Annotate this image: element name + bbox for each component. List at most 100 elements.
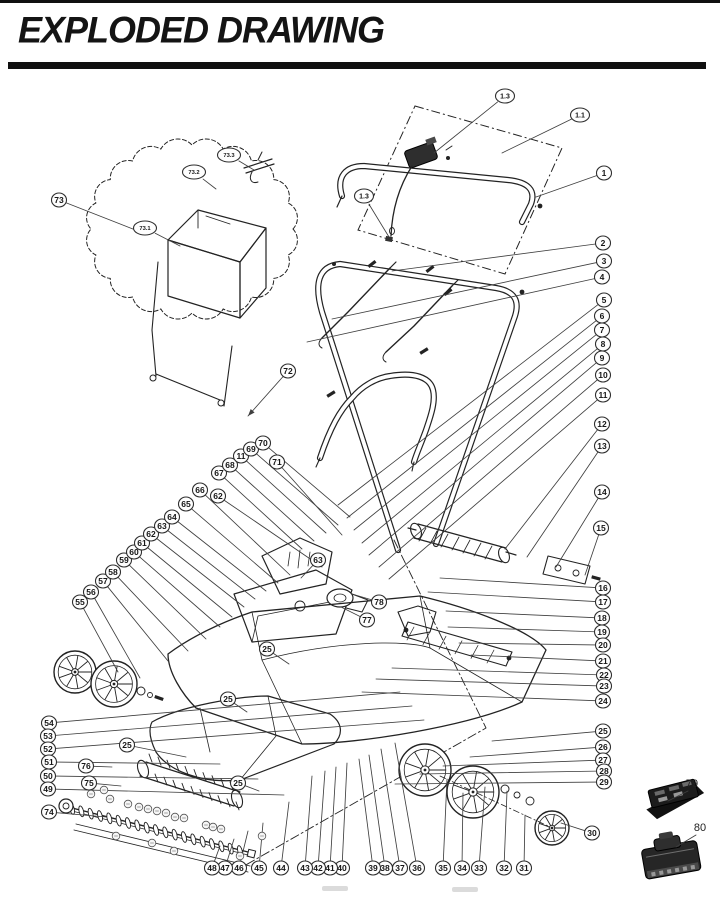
part-balloon-33: 33 bbox=[470, 860, 488, 876]
svg-text:14: 14 bbox=[597, 487, 607, 497]
part-balloon-25: 25 bbox=[118, 737, 136, 753]
svg-text:25: 25 bbox=[223, 694, 233, 704]
part-balloon-45: 45 bbox=[250, 860, 268, 876]
part-balloon-18: 18 bbox=[593, 610, 611, 626]
part-balloon-8: 8 bbox=[594, 336, 612, 352]
svg-text:23: 23 bbox=[599, 681, 609, 691]
svg-text:1: 1 bbox=[602, 168, 607, 178]
part-balloon-70: 70 bbox=[254, 435, 272, 451]
svg-text:1.1: 1.1 bbox=[575, 112, 585, 119]
svg-text:27: 27 bbox=[598, 755, 608, 765]
battery-80-art bbox=[641, 831, 702, 880]
svg-text:47: 47 bbox=[220, 863, 230, 873]
svg-text:63: 63 bbox=[157, 521, 167, 531]
svg-text:68: 68 bbox=[225, 460, 235, 470]
part-balloon-73.2: 73.2 bbox=[181, 164, 207, 180]
part-balloon-58: 58 bbox=[104, 564, 122, 580]
svg-text:73.2: 73.2 bbox=[188, 170, 199, 176]
part-balloon-2: 2 bbox=[594, 235, 612, 251]
part-balloon-53: 53 bbox=[39, 728, 57, 744]
svg-text:48: 48 bbox=[207, 863, 217, 873]
part-balloon-57: 57 bbox=[94, 573, 112, 589]
svg-text:58: 58 bbox=[108, 567, 118, 577]
svg-text:64: 64 bbox=[167, 512, 177, 522]
svg-text:24: 24 bbox=[598, 696, 608, 706]
part-balloon-32: 32 bbox=[495, 860, 513, 876]
page-title: EXPLODED DRAWING bbox=[18, 8, 385, 51]
part-balloon-13: 13 bbox=[593, 438, 611, 454]
part-balloon-66: 66 bbox=[191, 482, 209, 498]
part-balloon-74: 74 bbox=[40, 804, 58, 820]
svg-text:8: 8 bbox=[601, 339, 606, 349]
svg-text:49: 49 bbox=[43, 784, 53, 794]
assembly-boundary-art bbox=[243, 539, 487, 867]
svg-text:73.1: 73.1 bbox=[139, 226, 151, 232]
wheels-art bbox=[53, 650, 570, 846]
svg-text:72: 72 bbox=[283, 366, 293, 376]
top-rule bbox=[0, 0, 720, 3]
part-balloon-63: 63 bbox=[153, 518, 171, 534]
svg-text:73: 73 bbox=[54, 195, 64, 205]
part-balloons: 7373.373.273.11.31.111.32345678910111213… bbox=[39, 88, 706, 876]
part-balloon-47: 47 bbox=[216, 860, 234, 876]
part-balloon-52: 52 bbox=[39, 741, 57, 757]
svg-text:66: 66 bbox=[195, 485, 205, 495]
charger-79-art bbox=[646, 778, 705, 820]
part-balloon-55: 55 bbox=[71, 594, 89, 610]
svg-text:59: 59 bbox=[119, 555, 129, 565]
svg-text:25: 25 bbox=[598, 726, 608, 736]
part-balloon-16: 16 bbox=[594, 580, 612, 596]
svg-text:5: 5 bbox=[602, 295, 607, 305]
part-balloon-72: 72 bbox=[279, 363, 297, 379]
part-balloon-24: 24 bbox=[594, 693, 612, 709]
cable-rods-art bbox=[315, 259, 459, 472]
svg-text:1.3: 1.3 bbox=[359, 193, 369, 200]
part-balloon-65: 65 bbox=[177, 496, 195, 512]
svg-text:11: 11 bbox=[237, 451, 246, 461]
svg-text:44: 44 bbox=[276, 863, 286, 873]
part-balloon-31: 31 bbox=[515, 860, 533, 876]
part-balloon-73.1: 73.1 bbox=[132, 220, 158, 236]
part-balloon-25: 25 bbox=[219, 691, 237, 707]
svg-text:41: 41 bbox=[325, 863, 335, 873]
part-balloon-23: 23 bbox=[595, 678, 613, 694]
svg-text:42: 42 bbox=[313, 863, 323, 873]
svg-text:15: 15 bbox=[596, 523, 606, 533]
svg-text:53: 53 bbox=[43, 731, 53, 741]
svg-text:25: 25 bbox=[262, 644, 272, 654]
svg-text:45: 45 bbox=[254, 863, 264, 873]
part-label-79: 79 bbox=[686, 778, 698, 790]
svg-text:61: 61 bbox=[137, 538, 147, 548]
part-balloon-37: 37 bbox=[391, 860, 409, 876]
svg-text:63: 63 bbox=[313, 555, 323, 565]
svg-text:11: 11 bbox=[599, 390, 608, 400]
roller-art bbox=[58, 753, 257, 873]
part-balloon-5: 5 bbox=[595, 292, 613, 308]
svg-text:16: 16 bbox=[598, 583, 608, 593]
part-balloon-54: 54 bbox=[40, 715, 58, 731]
print-smudge bbox=[322, 886, 348, 891]
title-rule bbox=[8, 62, 706, 69]
svg-text:26: 26 bbox=[598, 742, 608, 752]
part-balloon-56: 56 bbox=[82, 584, 100, 600]
part-balloon-1: 1 bbox=[595, 165, 613, 181]
part-balloon-50: 50 bbox=[39, 768, 57, 784]
svg-text:17: 17 bbox=[598, 597, 608, 607]
part-balloon-76: 76 bbox=[77, 758, 95, 774]
part-balloon-48: 48 bbox=[203, 860, 221, 876]
part-balloon-4: 4 bbox=[593, 269, 611, 285]
part-balloon-39: 39 bbox=[364, 860, 382, 876]
part-balloon-29: 29 bbox=[595, 774, 613, 790]
part-balloon-30: 30 bbox=[583, 825, 601, 841]
upper-handle-art bbox=[315, 105, 563, 554]
part-balloon-1.3: 1.3 bbox=[494, 88, 516, 104]
svg-text:28: 28 bbox=[599, 766, 609, 776]
svg-text:13: 13 bbox=[597, 441, 607, 451]
part-balloon-63: 63 bbox=[309, 552, 327, 568]
part-balloon-12: 12 bbox=[593, 416, 611, 432]
part-balloon-46: 46 bbox=[230, 860, 248, 876]
svg-text:57: 57 bbox=[98, 576, 108, 586]
part-balloon-15: 15 bbox=[592, 520, 610, 536]
svg-text:20: 20 bbox=[598, 640, 608, 650]
